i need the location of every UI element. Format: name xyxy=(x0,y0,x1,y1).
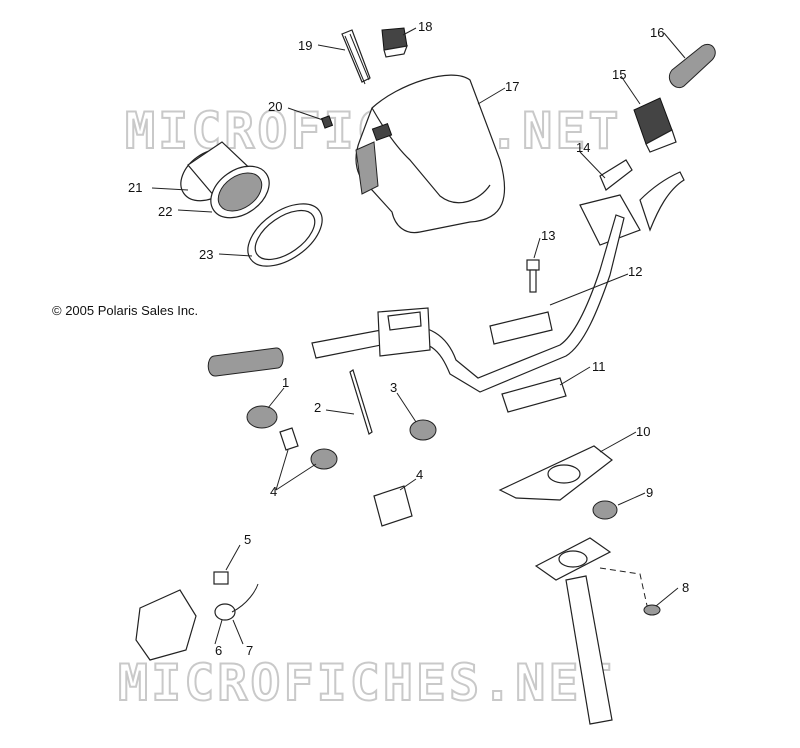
part-21-22-gauge xyxy=(180,141,270,219)
callout-15: 15 xyxy=(612,67,626,82)
callout-16: 16 xyxy=(650,25,664,40)
callout-10: 10 xyxy=(636,424,650,439)
part-19-wire-connector xyxy=(341,29,371,85)
part-1-plug xyxy=(246,405,278,429)
callout-19: 19 xyxy=(298,38,312,53)
steering-post xyxy=(534,537,649,725)
handlebar xyxy=(311,214,625,393)
copyright-text: © 2005 Polaris Sales Inc. xyxy=(52,303,199,318)
callout-4-switch: 4 xyxy=(416,467,423,482)
part-16-right-grip xyxy=(668,44,716,88)
part-14-brake-lever xyxy=(579,159,685,246)
part-17-headlight-pod xyxy=(355,74,506,234)
part-8-nut xyxy=(643,604,661,616)
part-5-bolt xyxy=(213,571,229,585)
callout-14: 14 xyxy=(576,140,590,155)
part-23-seal-ring xyxy=(247,203,323,267)
callout-23: 23 xyxy=(199,247,213,262)
part-6-7-switch-housing xyxy=(135,583,259,661)
part-9-bushing xyxy=(592,500,618,520)
part-10-mounting-plate xyxy=(498,445,613,501)
callout-4-clip: 4 xyxy=(270,484,277,499)
part-left-grip xyxy=(207,347,284,377)
callout-6: 6 xyxy=(215,643,222,658)
part-11-lower-clamp xyxy=(501,377,567,413)
callout-9: 9 xyxy=(646,485,653,500)
part-20-screw xyxy=(320,115,334,129)
leader-lines xyxy=(151,27,686,645)
callout-5: 5 xyxy=(244,532,251,547)
part-2-long-bolt xyxy=(349,369,373,435)
callout-17: 17 xyxy=(505,79,519,94)
callout-13: 13 xyxy=(541,228,555,243)
part-13-bolt xyxy=(526,259,540,293)
callout-1: 1 xyxy=(282,375,289,390)
part-3-grommet xyxy=(409,419,437,441)
callout-21: 21 xyxy=(128,180,142,195)
callout-11: 11 xyxy=(592,359,606,374)
callout-20: 20 xyxy=(268,99,282,114)
part-15-throttle-housing xyxy=(633,97,677,153)
callout-labels: 1 2 3 4 4 5 6 7 8 9 10 11 12 13 14 15 16… xyxy=(128,19,689,658)
part-18-switch xyxy=(381,27,408,58)
callout-22: 22 xyxy=(158,204,172,219)
callout-3: 3 xyxy=(390,380,397,395)
part-4-switch xyxy=(373,485,413,527)
part-12-upper-clamp xyxy=(489,311,553,345)
part-4-clip-grommet xyxy=(279,427,338,470)
callout-12: 12 xyxy=(628,264,642,279)
watermark-bottom: MICROFICHES.NET xyxy=(118,654,615,712)
callout-2: 2 xyxy=(314,400,321,415)
callout-7: 7 xyxy=(246,643,253,658)
callout-18: 18 xyxy=(418,19,432,34)
callout-8: 8 xyxy=(682,580,689,595)
